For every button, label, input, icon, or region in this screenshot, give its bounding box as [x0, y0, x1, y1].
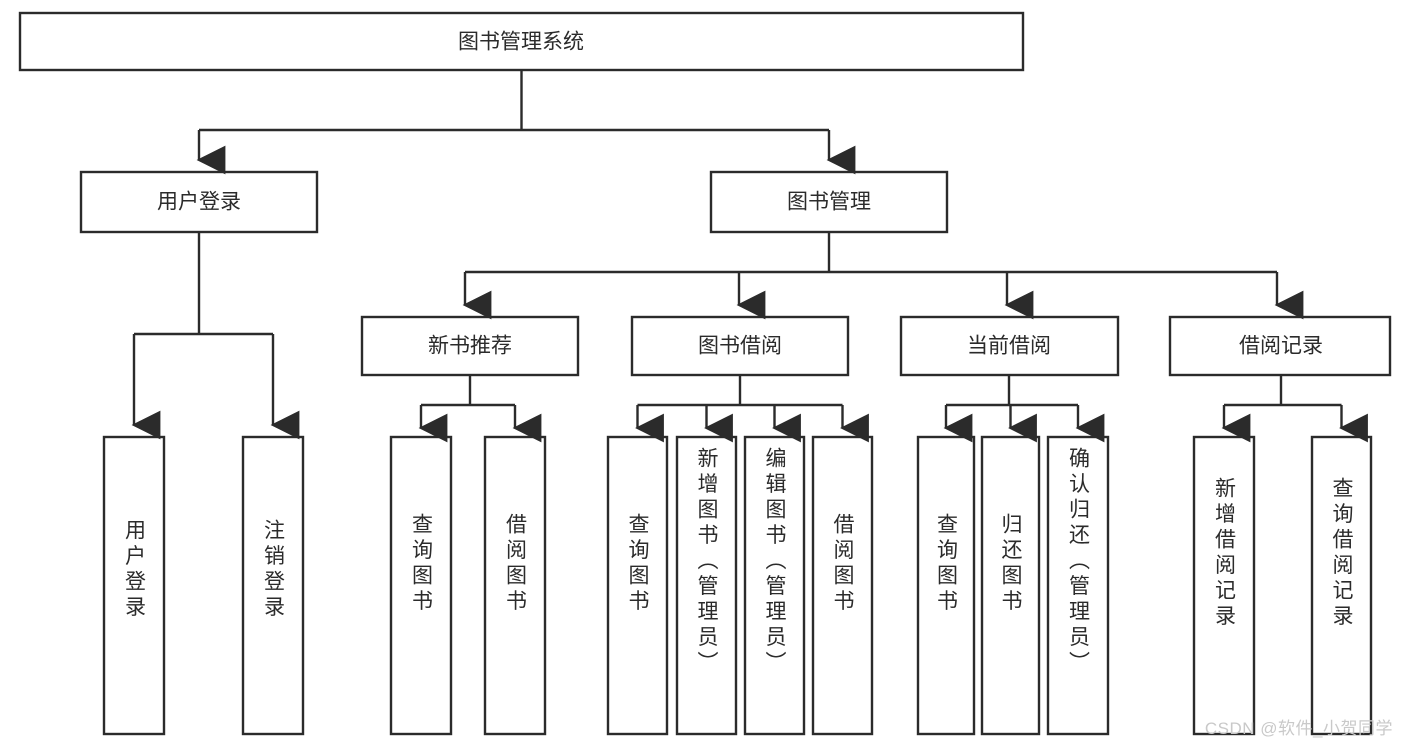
leaf-box-12[interactable]	[1310, 435, 1373, 736]
leaf-box-5[interactable]	[675, 435, 738, 736]
node-box-new-book-recommend[interactable]	[360, 315, 580, 377]
leaf-box-8[interactable]	[916, 435, 976, 736]
node-boxes-layer	[18, 11, 1392, 736]
leaf-box-11[interactable]	[1192, 435, 1256, 736]
leaf-box-4[interactable]	[606, 435, 669, 736]
connectors-layer	[131, 70, 1368, 443]
leaf-box-3[interactable]	[483, 435, 547, 736]
node-box-current-borrow[interactable]	[899, 315, 1120, 377]
node-box-user-login[interactable]	[79, 170, 319, 234]
leaf-box-7[interactable]	[811, 435, 874, 736]
node-box-root[interactable]	[18, 11, 1025, 72]
node-label-book-management: 图书管理	[787, 191, 871, 214]
leaf-box-2[interactable]	[389, 435, 453, 736]
node-labels-layer: 图书管理系统 用户登录 图书管理 新书推荐 图书借阅 当前借阅 借阅记录	[157, 31, 1323, 358]
node-label-root: 图书管理系统	[458, 31, 584, 54]
csdn-watermark: CSDN @软件_小贺同学	[1204, 719, 1393, 738]
node-label-new-book-recommend: 新书推荐	[428, 335, 512, 358]
node-label-book-borrow: 图书借阅	[698, 335, 782, 358]
leaf-box-1[interactable]	[241, 435, 305, 736]
leaf-box-6[interactable]	[743, 435, 806, 736]
leaf-box-0[interactable]	[102, 435, 166, 736]
leaf-box-9[interactable]	[980, 435, 1041, 736]
node-label-user-login: 用户登录	[157, 191, 241, 214]
node-label-current-borrow: 当前借阅	[967, 335, 1051, 358]
node-label-borrow-record: 借阅记录	[1239, 335, 1323, 358]
leaf-box-10[interactable]	[1046, 435, 1110, 736]
